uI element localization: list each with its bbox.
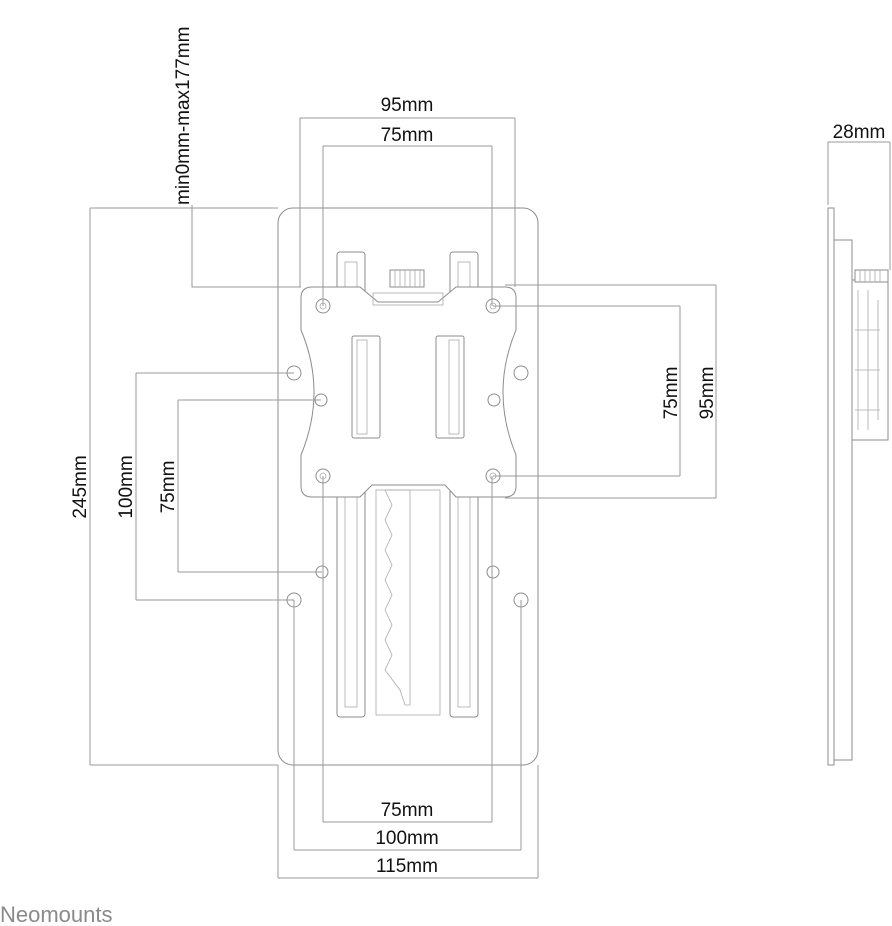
dim-label-bottom-100mm: 100mm (375, 828, 438, 849)
dim-label-right-95mm: 95mm (697, 367, 718, 420)
dim-label-right-75mm: 75mm (661, 367, 682, 420)
dim-label-bottom-115mm: 115mm (376, 856, 438, 877)
plate-slot-right (435, 335, 465, 439)
dim-label-left-75mm: 75mm (158, 461, 179, 514)
dim-label-left-100mm: 100mm (116, 455, 137, 518)
knob-slot (372, 292, 444, 306)
adjust-knob (389, 269, 425, 288)
brand-logo: Neomounts (0, 902, 113, 926)
dim-label-depth-28mm: 28mm (833, 122, 886, 143)
dim-label-bottom-75mm: 75mm (381, 800, 434, 821)
dim-label-top-75mm: 75mm (381, 125, 434, 146)
side-view (827, 207, 889, 766)
dim-label-245mm: 245mm (70, 455, 91, 518)
vesa-plate (300, 286, 517, 498)
dim-label-adjust-range: min0mm-max177mm (173, 27, 194, 205)
dimension-lines (89, 117, 891, 879)
plate-slot-left (351, 335, 381, 439)
dim-label-top-95mm: 95mm (381, 95, 434, 116)
